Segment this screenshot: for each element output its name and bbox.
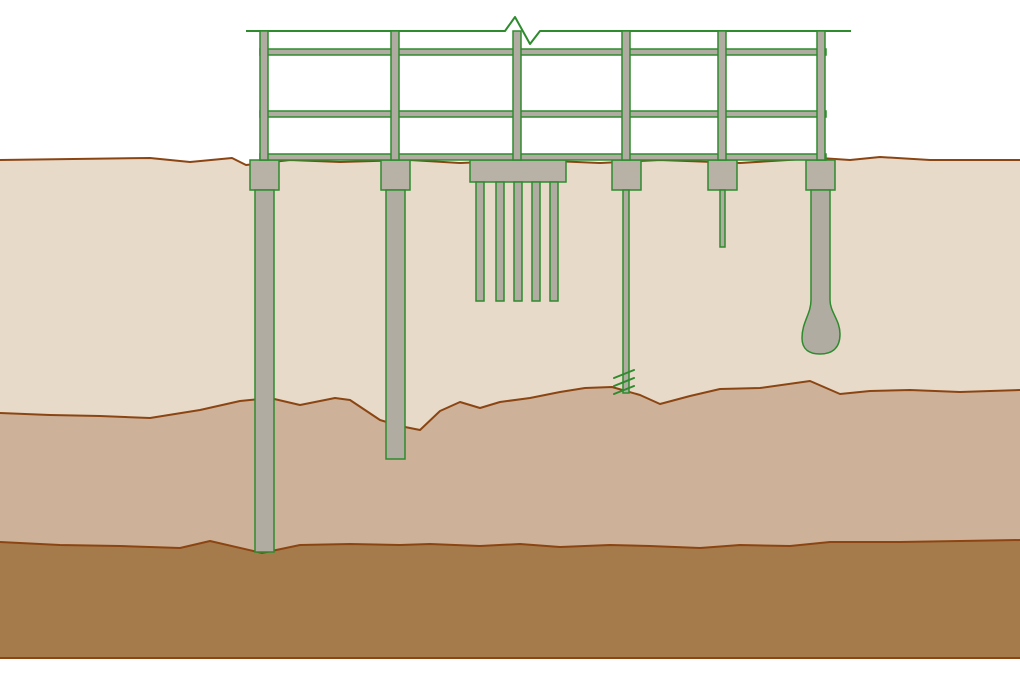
column [259, 30, 269, 161]
pile-cap [707, 159, 738, 191]
pile-icon [385, 189, 406, 460]
pile-icon [254, 189, 275, 553]
column [512, 30, 522, 161]
short-rod-shaft [719, 189, 726, 248]
beam-bottom [259, 153, 827, 161]
column [390, 30, 400, 161]
bored-pile-bulb [801, 189, 841, 355]
building-frame-icon [246, 16, 851, 161]
short-rod [707, 159, 738, 248]
frame-beams [259, 48, 827, 161]
pile-medium [380, 159, 411, 460]
group-pile [531, 181, 541, 302]
beam-middle [259, 110, 827, 118]
pile-cap [805, 159, 836, 191]
pile-group-icon [469, 159, 567, 302]
frame-columns [259, 30, 826, 161]
pile-cap [249, 159, 280, 191]
screw-helix [613, 369, 635, 395]
soil-layer-top [0, 157, 1020, 430]
roof-line [246, 16, 851, 45]
soil-boundary-lower [0, 539, 1020, 554]
screw-pile-icon [611, 159, 642, 395]
beam-top [259, 48, 827, 56]
soil-layer-bottom [0, 540, 1020, 658]
pile-cap [380, 159, 411, 191]
pile-group-cap [469, 159, 567, 183]
group-pile [549, 181, 559, 302]
soil-layers [0, 156, 1020, 659]
screw-pile-shaft [622, 189, 630, 394]
group-pile [495, 181, 505, 302]
column [816, 30, 826, 161]
pile-cap [611, 159, 642, 191]
column [621, 30, 631, 161]
pile-long [249, 159, 280, 553]
group-pile [513, 181, 523, 302]
soil-boundary-upper [0, 380, 1020, 431]
group-pile [475, 181, 485, 302]
column [717, 30, 727, 161]
